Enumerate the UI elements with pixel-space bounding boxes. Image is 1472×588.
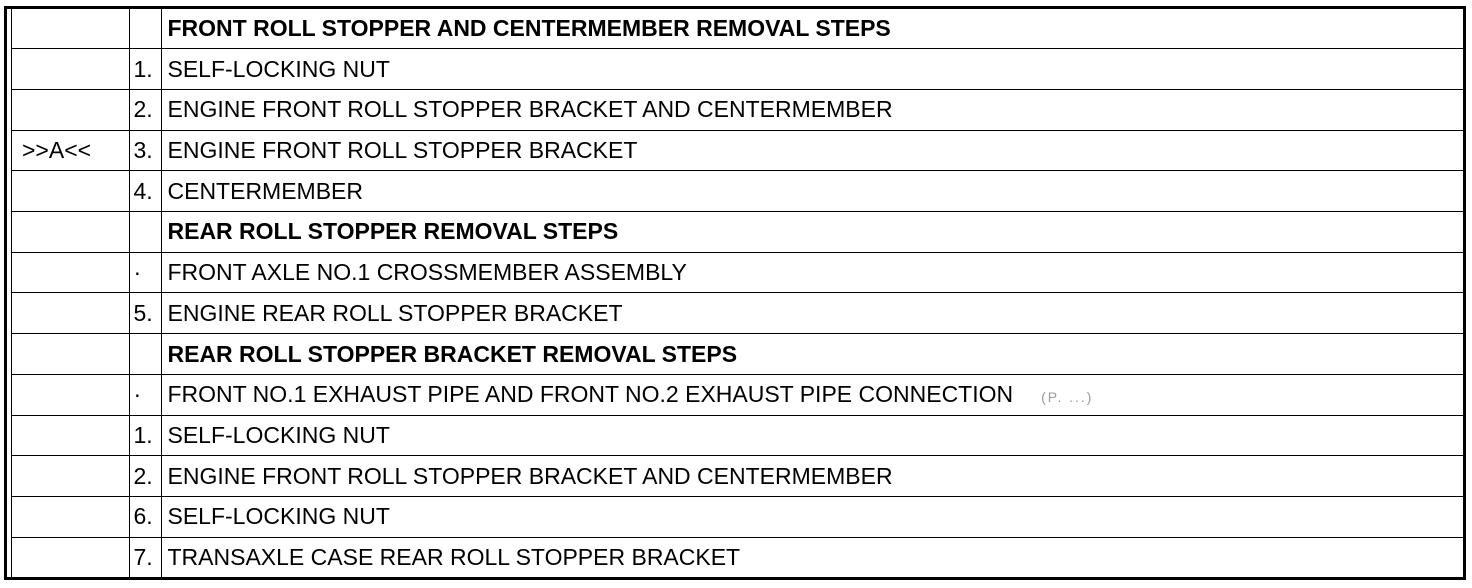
ref-cell <box>12 170 130 213</box>
ref-cell <box>12 455 130 497</box>
ref-cell <box>12 292 130 335</box>
step-text: SELF-LOCKING NUT <box>160 414 1463 457</box>
step-text: ENGINE REAR ROLL STOPPER BRACKET <box>160 292 1463 335</box>
table-row: REAR ROLL STOPPER BRACKET REMOVAL STEPS <box>12 333 1463 375</box>
removal-steps-table: FRONT ROLL STOPPER AND CENTERMEMBER REMO… <box>12 9 1463 577</box>
step-number: 2. <box>128 89 162 131</box>
step-text: CENTERMEMBER <box>160 170 1463 213</box>
step-number: 3. <box>128 129 162 172</box>
ref-cell <box>12 495 130 538</box>
step-number: 7. <box>128 536 162 577</box>
step-number: 5. <box>128 292 162 335</box>
section-heading: REAR ROLL STOPPER BRACKET REMOVAL STEPS <box>160 333 1463 375</box>
ref-cell <box>12 251 130 294</box>
table-row: 1. SELF-LOCKING NUT <box>12 414 1463 457</box>
ref-cell <box>12 89 130 131</box>
section-heading: FRONT ROLL STOPPER AND CENTERMEMBER REMO… <box>160 9 1463 50</box>
ref-cell <box>12 48 130 91</box>
step-text: FRONT NO.1 EXHAUST PIPE AND FRONT NO.2 E… <box>167 381 1014 408</box>
frame-inner-rule <box>11 6 12 580</box>
step-text: TRANSAXLE CASE REAR ROLL STOPPER BRACKET <box>160 536 1463 577</box>
step-number: 2. <box>128 455 162 497</box>
section-heading: REAR ROLL STOPPER REMOVAL STEPS <box>160 211 1463 253</box>
table-row: 5. ENGINE REAR ROLL STOPPER BRACKET <box>12 292 1463 335</box>
step-text: ENGINE FRONT ROLL STOPPER BRACKET AND CE… <box>160 455 1463 497</box>
table-frame <box>4 6 1466 580</box>
step-text: SELF-LOCKING NUT <box>160 495 1463 538</box>
ref-cell: >>A<< <box>12 129 130 172</box>
step-text: ENGINE FRONT ROLL STOPPER BRACKET <box>160 129 1463 172</box>
table-row: 4. CENTERMEMBER <box>12 170 1463 213</box>
step-number <box>128 9 162 50</box>
table-row: 7. TRANSAXLE CASE REAR ROLL STOPPER BRAC… <box>12 536 1463 577</box>
step-text: ENGINE FRONT ROLL STOPPER BRACKET AND CE… <box>160 89 1463 131</box>
table-row: 1. SELF-LOCKING NUT <box>12 48 1463 91</box>
ref-cell <box>12 536 130 577</box>
step-text: SELF-LOCKING NUT <box>160 48 1463 91</box>
table-row: 6. SELF-LOCKING NUT <box>12 495 1463 538</box>
ref-cell <box>12 211 130 253</box>
step-number: 1. <box>128 48 162 91</box>
step-bullet: · <box>128 251 162 294</box>
step-number: 6. <box>128 495 162 538</box>
ref-cell <box>12 414 130 457</box>
ref-cell <box>12 373 130 416</box>
step-text: FRONT AXLE NO.1 CROSSMEMBER ASSEMBLY <box>160 251 1463 294</box>
ref-cell <box>12 333 130 375</box>
table-row: · FRONT NO.1 EXHAUST PIPE AND FRONT NO.2… <box>12 373 1463 416</box>
table-row: REAR ROLL STOPPER REMOVAL STEPS <box>12 211 1463 253</box>
table-row: FRONT ROLL STOPPER AND CENTERMEMBER REMO… <box>12 9 1463 50</box>
step-number: 4. <box>128 170 162 213</box>
table-row: 2. ENGINE FRONT ROLL STOPPER BRACKET AND… <box>12 89 1463 131</box>
table-row: >>A<< 3. ENGINE FRONT ROLL STOPPER BRACK… <box>12 129 1463 172</box>
ref-cell <box>12 9 130 50</box>
step-bullet: · <box>128 373 162 416</box>
table-row: · FRONT AXLE NO.1 CROSSMEMBER ASSEMBLY <box>12 251 1463 294</box>
step-number <box>128 211 162 253</box>
table-row: 2. ENGINE FRONT ROLL STOPPER BRACKET AND… <box>12 455 1463 497</box>
step-text-with-reference: FRONT NO.1 EXHAUST PIPE AND FRONT NO.2 E… <box>160 373 1463 416</box>
step-number <box>128 333 162 375</box>
page-reference-note: (P. ...) <box>1041 389 1094 406</box>
step-number: 1. <box>128 414 162 457</box>
